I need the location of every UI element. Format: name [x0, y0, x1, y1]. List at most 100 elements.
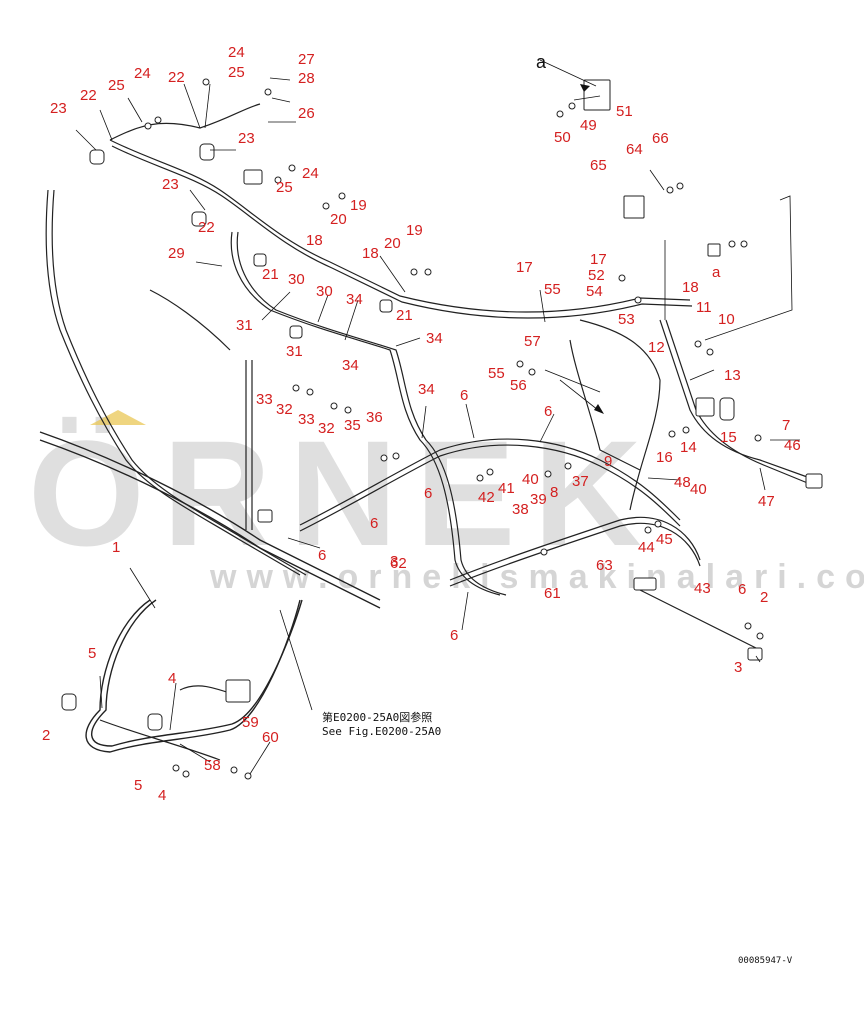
callout-40: 40 — [690, 481, 707, 498]
callout-28: 28 — [298, 70, 315, 87]
callout-63: 56 — [510, 377, 527, 394]
callout-18: 18 — [306, 232, 323, 249]
callout-34: 34 — [418, 381, 435, 398]
callout-42: 45 — [656, 531, 673, 548]
watermark-logo-mark — [90, 410, 146, 425]
drawing-code: 00085947-V — [738, 956, 793, 966]
callout-34: 34 — [346, 291, 363, 308]
callout-18: 12 — [648, 339, 665, 356]
callout-32: 32 — [318, 420, 335, 437]
callout-15: 7 — [782, 417, 790, 434]
callout-6: 6 — [370, 515, 378, 532]
callout-48: 37 — [572, 473, 589, 490]
callout-41: 44 — [638, 539, 655, 556]
callout-2: 58 — [204, 757, 221, 774]
callout-20: 20 — [384, 235, 401, 252]
callout-4: 4 — [158, 787, 166, 804]
callout-26: 26 — [298, 105, 315, 122]
reference-jp: 第E0200-25A0図参照 — [322, 710, 432, 724]
callout-6: 63 — [596, 557, 613, 574]
wiring-harness — [39, 103, 811, 761]
callout-14: 47 — [758, 493, 775, 510]
callout-4: 60 — [262, 729, 279, 746]
view-marker: a — [536, 52, 604, 414]
callout-31: 31 — [286, 343, 303, 360]
callout-54: 11 — [696, 299, 712, 316]
callout-6: 62 — [390, 555, 407, 572]
callout-8: 38 — [512, 501, 529, 518]
callout-46: 9 — [604, 453, 612, 470]
callout-25: 25 — [108, 77, 125, 94]
callout-38: 42 — [478, 489, 495, 506]
callout-21: 21 — [262, 266, 279, 283]
callout-9: 39 — [530, 491, 547, 508]
callout-10: 15 — [720, 429, 737, 446]
callout-24: 24 — [302, 165, 319, 182]
callout-35: 35 — [344, 417, 361, 434]
callout-60: 49 — [580, 117, 597, 134]
callout-47: 8 — [550, 484, 558, 501]
callout-6: 6 — [424, 485, 432, 502]
callout-24: 24 — [228, 44, 245, 61]
callout-3: 4 — [168, 670, 176, 687]
callout-6: 61 — [544, 585, 561, 602]
callout-30: 30 — [316, 283, 333, 300]
callout-11: 13 — [724, 367, 741, 384]
callout-30: 30 — [288, 271, 305, 288]
callout-53: 10 — [718, 311, 735, 328]
callout-34: 34 — [426, 330, 443, 347]
callout-1: 6 — [450, 627, 458, 644]
callout-44: 6 — [738, 581, 746, 598]
callout-43: 3 — [734, 659, 742, 676]
callout-12: 16 — [656, 449, 673, 466]
callout-34: 6 — [460, 387, 468, 404]
callout-23: 23 — [50, 100, 67, 117]
callout-5: 59 — [242, 714, 259, 731]
callout-24: 24 — [134, 65, 151, 82]
callout-55: 54 — [586, 283, 603, 300]
callout-51: 64 — [626, 141, 643, 158]
callout-33: 33 — [256, 391, 273, 408]
callout-22: 22 — [198, 219, 215, 236]
callout-21: 21 — [396, 307, 413, 324]
callout-45: 2 — [760, 589, 768, 606]
callout-16: 46 — [784, 437, 801, 454]
callout-29: 29 — [168, 245, 185, 262]
callout-23: 23 — [162, 176, 179, 193]
callout-25: 25 — [276, 179, 293, 196]
callout-52: 18 — [682, 279, 699, 296]
callout-22: 22 — [168, 69, 185, 86]
callout-34: 34 — [342, 357, 359, 374]
leader-lines — [75, 59, 800, 775]
callout-59: 50 — [554, 129, 571, 146]
callout-57: 52 — [588, 267, 605, 284]
callout-39: 41 — [498, 480, 515, 497]
callouts: 24 25 22 27 28 25 24 22 26 23 23 23 22 2… — [42, 44, 801, 804]
callout-6: 1 — [112, 539, 120, 556]
callout-6b: 3 — [390, 553, 398, 570]
callout-32: 32 — [276, 401, 293, 418]
components — [61, 79, 823, 731]
callout-22: 22 — [80, 87, 97, 104]
callout-49: 65 — [590, 157, 607, 174]
callout-18: 18 — [362, 245, 379, 262]
callout-17: 17 — [516, 259, 533, 276]
callout-19: 19 — [406, 222, 423, 239]
watermark-brand: ÖRNEK — [28, 409, 660, 577]
callout-31: 31 — [236, 317, 253, 334]
callout-56: 17 — [590, 251, 607, 268]
callout-13: 14 — [680, 439, 697, 456]
fasteners — [144, 78, 764, 780]
callout-20: 20 — [330, 211, 347, 228]
callout-62: 55 — [488, 365, 505, 382]
callout-33: 33 — [298, 411, 315, 428]
callout-25: 25 — [228, 64, 245, 81]
callout-2: 5 — [88, 645, 96, 662]
callout-40: 43 — [694, 580, 711, 597]
callout-58: 51 — [616, 103, 633, 120]
callout-7: 48 — [674, 474, 691, 491]
reference-note: 第E0200-25A0図参照 See Fig.E0200-25A0 — [322, 710, 441, 738]
callout-17: 53 — [618, 311, 635, 328]
reference-en: See Fig.E0200-25A0 — [322, 725, 441, 738]
callout-61: 57 — [524, 333, 541, 350]
